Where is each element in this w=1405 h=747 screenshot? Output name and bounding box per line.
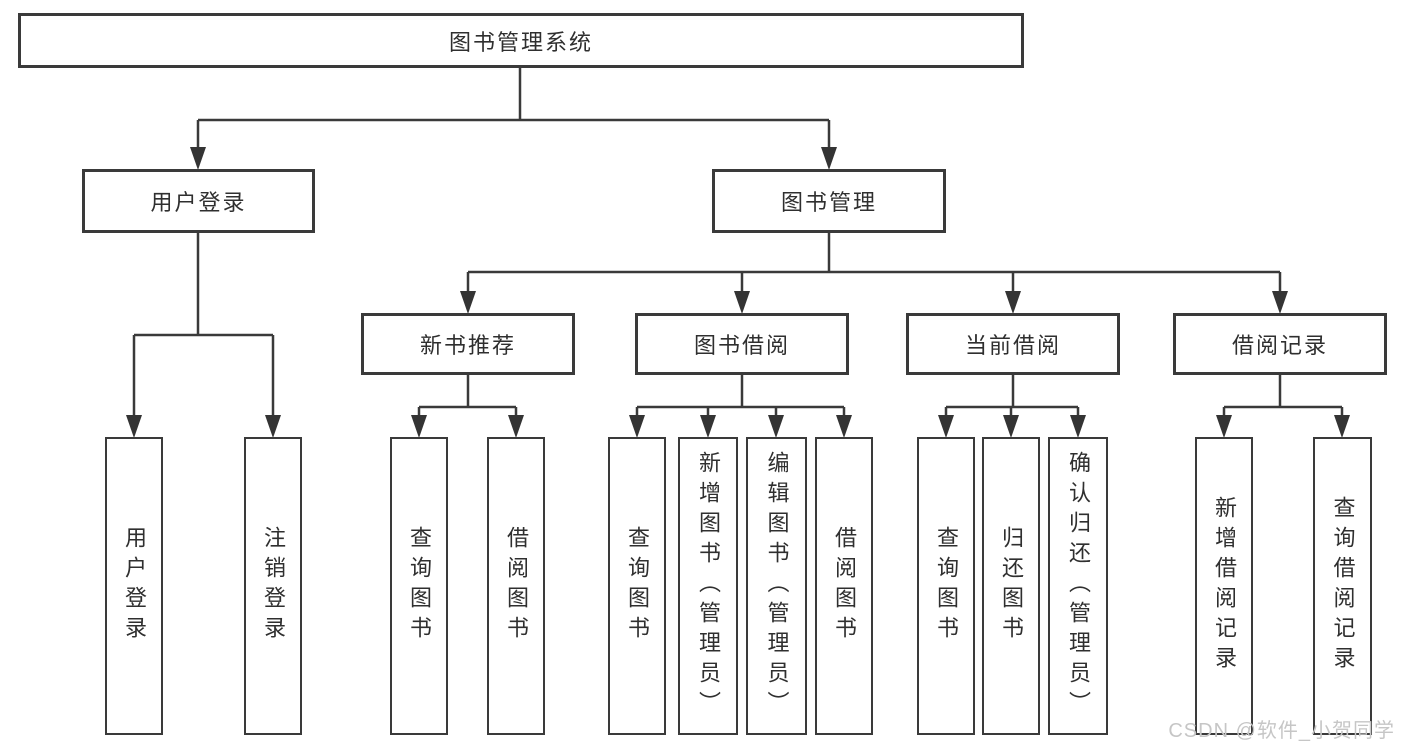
leaf-add-books-admin: 新增图书（管理员）: [678, 437, 738, 735]
node-label: 图书管理系统: [448, 29, 593, 55]
arrow-down-icon: [1005, 291, 1021, 314]
node-label: 借阅图书: [832, 526, 857, 646]
arrow-down-icon: [508, 415, 524, 438]
arrow-down-icon: [836, 415, 852, 438]
leaf-add-borrow-record: 新增借阅记录: [1195, 437, 1253, 735]
node-label: 图书管理: [780, 190, 877, 215]
leaf-confirm-return-admin: 确认归还（管理员）: [1048, 437, 1108, 735]
arrow-down-icon: [1334, 415, 1350, 438]
node-library-management-system: 图书管理系统: [18, 13, 1024, 68]
node-label: 编辑图书（管理员）: [764, 451, 790, 721]
arrow-down-icon: [126, 415, 142, 438]
node-label: 用户登录: [122, 526, 147, 646]
node-label: 用户登录: [150, 190, 247, 215]
node-label: 归还图书: [999, 526, 1024, 646]
arrow-down-icon: [265, 415, 281, 438]
node-label: 注销登录: [261, 526, 286, 646]
arrow-down-icon: [1272, 291, 1288, 314]
arrow-down-icon: [821, 147, 837, 170]
node-new-book-recommendation: 新书推荐: [361, 313, 575, 375]
leaf-logout: 注销登录: [244, 437, 302, 735]
connector-root-to-branches: [196, 68, 831, 150]
arrow-down-icon: [1070, 415, 1086, 438]
connector-user-login-to-leaves: [132, 233, 275, 418]
node-label: 当前借阅: [964, 333, 1061, 358]
node-label: 确认归还（管理员）: [1066, 451, 1091, 721]
node-current-borrowing: 当前借阅: [906, 313, 1120, 375]
leaf-edit-books-admin: 编辑图书（管理员）: [746, 437, 807, 735]
leaf-borrow-books-recommend: 借阅图书: [487, 437, 545, 735]
leaf-return-books: 归还图书: [982, 437, 1040, 735]
leaf-query-books-borrow: 查询图书: [608, 437, 666, 735]
leaf-query-books-recommend: 查询图书: [390, 437, 448, 735]
connector-book-management-to-modules: [466, 233, 1282, 294]
leaf-query-borrow-record: 查询借阅记录: [1313, 437, 1372, 735]
connector-borrow-records-to-leaves: [1222, 375, 1344, 418]
leaf-query-books-current: 查询图书: [917, 437, 975, 735]
connector-book-borrow-to-leaves: [635, 375, 846, 418]
arrow-down-icon: [190, 147, 206, 170]
arrow-down-icon: [768, 415, 784, 438]
arrow-down-icon: [938, 415, 954, 438]
node-user-login: 用户登录: [82, 169, 315, 233]
arrowhead-icons: [126, 147, 1350, 438]
arrow-down-icon: [700, 415, 716, 438]
node-label: 借阅记录: [1231, 333, 1328, 358]
leaf-borrow-books: 借阅图书: [815, 437, 873, 735]
node-label: 借阅图书: [504, 526, 529, 646]
arrow-down-icon: [460, 291, 476, 314]
node-label: 查询图书: [407, 526, 432, 646]
arrow-down-icon: [1216, 415, 1232, 438]
connector-new-book-to-leaves: [417, 375, 518, 418]
arrow-down-icon: [629, 415, 645, 438]
arrow-down-icon: [411, 415, 427, 438]
arrow-down-icon: [1003, 415, 1019, 438]
node-label: 查询图书: [625, 526, 650, 646]
node-label: 新增借阅记录: [1212, 496, 1237, 676]
node-label: 查询图书: [934, 526, 959, 646]
node-label: 图书借阅: [693, 333, 790, 358]
csdn-watermark: CSDN @软件_小贺同学: [1168, 720, 1395, 742]
node-borrowing-records: 借阅记录: [1173, 313, 1387, 375]
node-label: 新书推荐: [419, 333, 516, 358]
connector-current-borrow-to-leaves: [944, 375, 1080, 418]
leaf-user-login: 用户登录: [105, 437, 163, 735]
arrow-down-icon: [734, 291, 750, 314]
node-book-management: 图书管理: [712, 169, 946, 233]
node-book-borrowing: 图书借阅: [635, 313, 849, 375]
node-label: 查询借阅记录: [1330, 496, 1356, 676]
node-label: 新增图书（管理员）: [696, 451, 721, 721]
